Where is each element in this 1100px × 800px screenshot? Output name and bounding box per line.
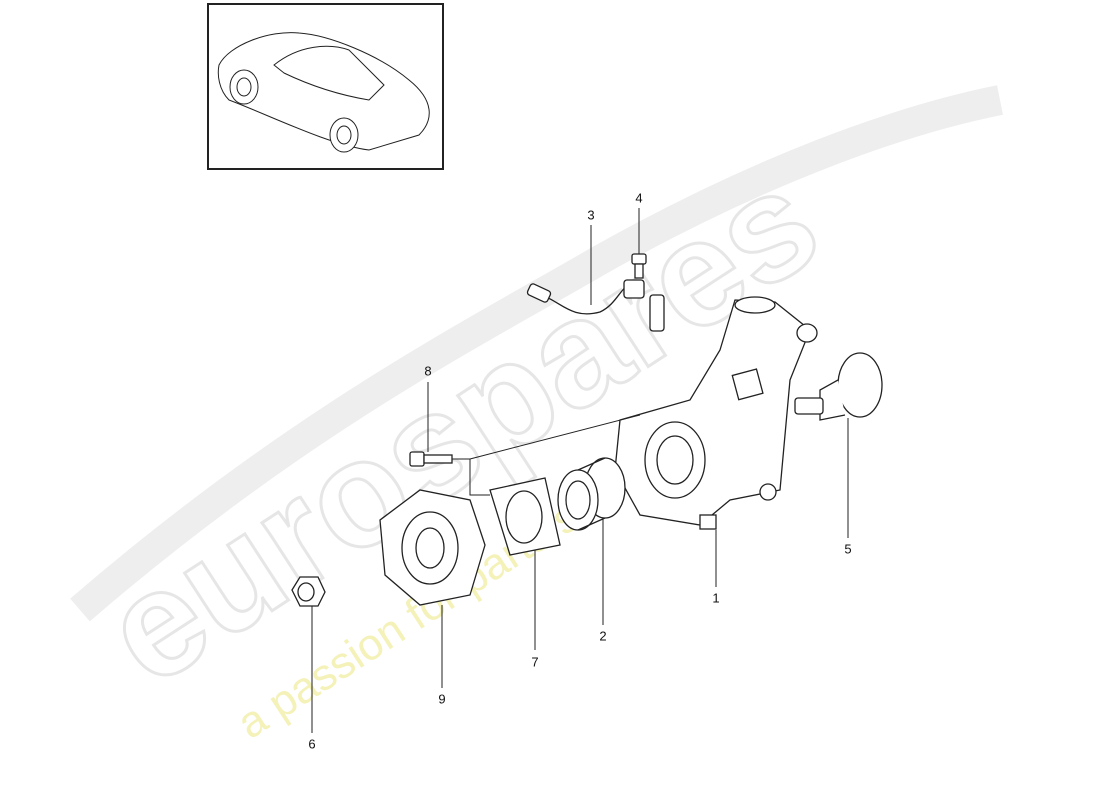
speed-sensor-part	[526, 279, 665, 332]
wheel-carrier-part	[614, 296, 818, 530]
wheel-hub-part	[379, 489, 486, 606]
callout-4[interactable]: 4	[635, 190, 643, 206]
sensor-bolt-part	[631, 253, 647, 279]
callout-3[interactable]: 3	[587, 207, 595, 223]
ball-joint-part	[794, 352, 883, 421]
wheel-bearing-part	[557, 457, 626, 531]
watermark: eurospares a passion for parts since 198…	[70, 85, 1003, 748]
callout-5[interactable]: 5	[844, 541, 852, 557]
callout-2[interactable]: 2	[599, 628, 607, 644]
callout-8[interactable]: 8	[424, 363, 432, 379]
callout-9[interactable]: 9	[438, 691, 446, 707]
callout-6[interactable]: 6	[308, 736, 316, 752]
car-icon	[217, 32, 430, 153]
callout-1[interactable]: 1	[712, 590, 720, 606]
leader-lines	[311, 208, 849, 733]
collar-nut-part	[291, 576, 326, 607]
callout-7[interactable]: 7	[531, 654, 539, 670]
cover-plate-part	[489, 477, 561, 556]
hub-bolt-part	[409, 451, 453, 467]
vehicle-thumbnail	[207, 3, 444, 170]
assembly-guide-lines	[452, 414, 641, 496]
